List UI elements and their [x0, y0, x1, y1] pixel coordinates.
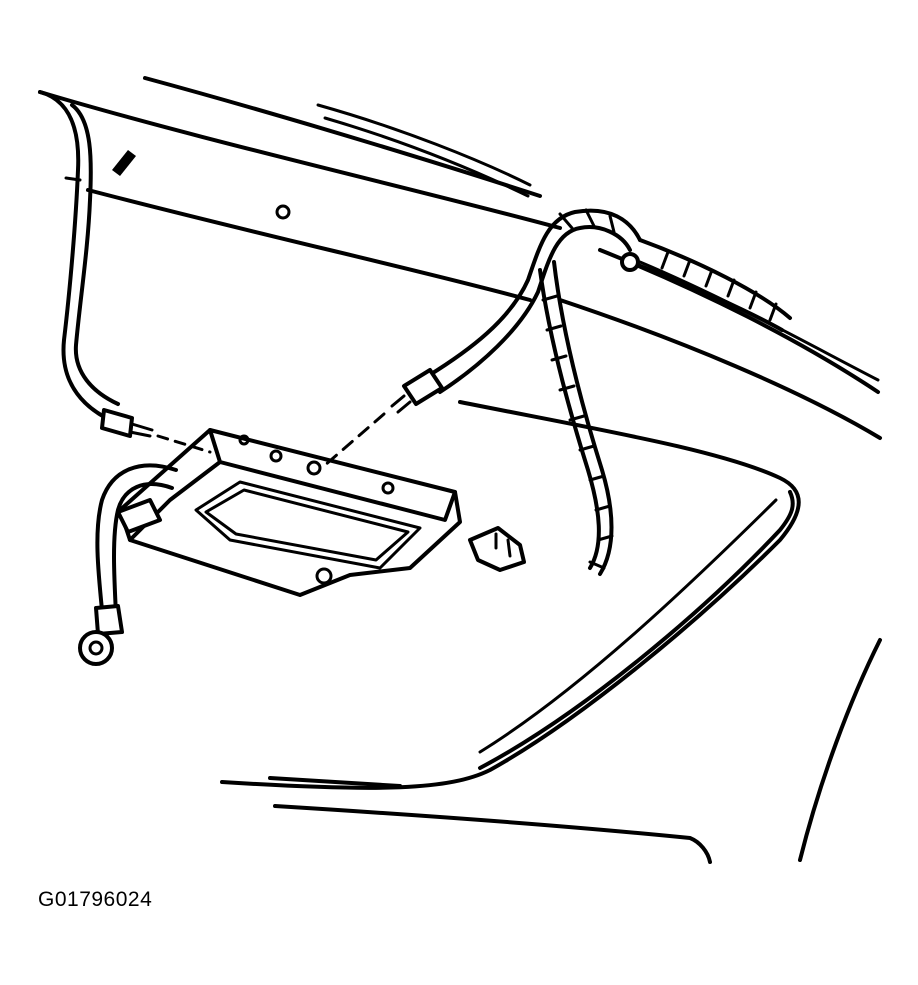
bracket-tab [116, 498, 162, 534]
left-connector [100, 408, 134, 438]
screw-hole [275, 204, 291, 220]
roof-panel [38, 76, 882, 440]
right-harness [322, 208, 642, 576]
trim-strip [620, 238, 792, 332]
mount-hole [315, 567, 333, 585]
control-module-bracket [116, 428, 526, 597]
clip-slot-icon [112, 150, 136, 176]
ground-wire [78, 463, 178, 666]
strip-clip [620, 252, 640, 272]
body-opening [220, 400, 882, 864]
right-connector [402, 368, 444, 406]
left-harness [38, 90, 212, 454]
ring-terminal-icon [78, 630, 114, 666]
ground-connector [94, 604, 124, 636]
figure-code: G01796024 [38, 888, 153, 911]
